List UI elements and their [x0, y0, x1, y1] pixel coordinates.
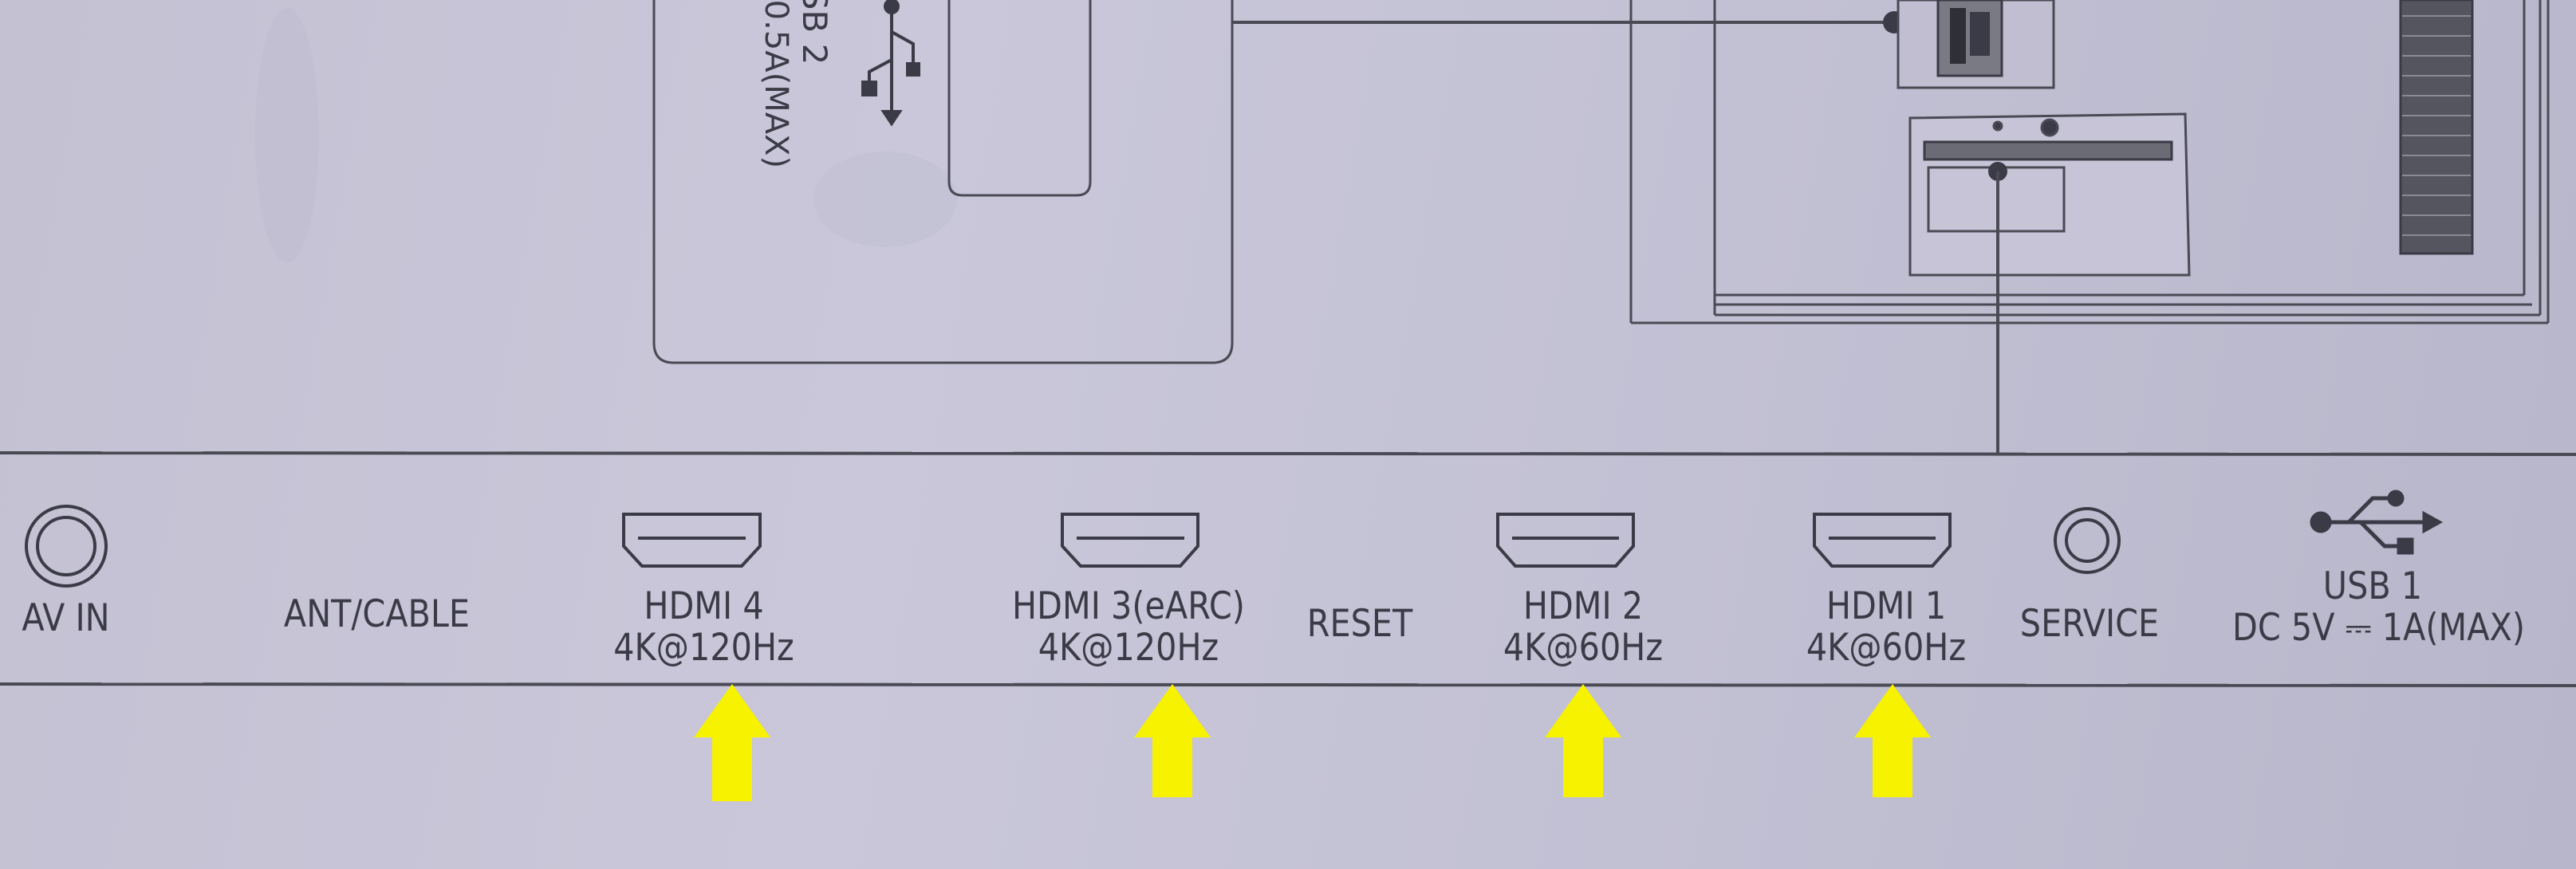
reset-label: RESET — [1306, 602, 1413, 646]
paper-stain — [255, 8, 319, 263]
hdmi-port-icon — [1813, 513, 1952, 568]
usb-trident-icon — [2310, 490, 2444, 555]
hdmi1-spec: 4K@60Hz — [1806, 626, 1967, 670]
hdmi-port-icon — [1496, 513, 1635, 568]
usb2-label: USB 2 ⎓ 0.5A(MAX) — [754, 0, 834, 203]
hdmi2-spec: 4K@60Hz — [1503, 626, 1664, 670]
av-in-label: AV IN — [22, 596, 110, 640]
hdmi4-name: HDMI 4 — [644, 584, 764, 628]
up-arrow-icon — [1854, 684, 1931, 797]
vent-grill — [2399, 0, 2474, 255]
service-label: SERVICE — [2019, 602, 2160, 646]
circular-jack-icon — [2054, 507, 2121, 574]
usb2-panel-outline — [652, 0, 1234, 364]
hdmi2-name: HDMI 2 — [1522, 584, 1644, 628]
usb2-title: USB 2 — [795, 0, 834, 65]
ant-cable-label: ANT/CABLE — [283, 592, 471, 636]
hdmi4-spec: 4K@120Hz — [613, 626, 794, 670]
tv-connector-block — [1897, 0, 2055, 89]
usb1-label: USB 1 DC 5V ⎓ 1A(MAX) — [2232, 564, 2525, 650]
hdmi3-label: HDMI 3(eARC) 4K@120Hz — [1009, 586, 1247, 669]
usb1-rating: DC 5V ⎓ 1A(MAX) — [2232, 606, 2525, 650]
tv-port-bay — [1908, 112, 2191, 277]
hdmi4-label: HDMI 4 4K@120Hz — [604, 586, 804, 669]
hdmi2-label: HDMI 2 4K@60Hz — [1481, 586, 1684, 669]
panel-bottom-edge — [0, 682, 2576, 687]
paper-stain — [813, 151, 957, 247]
hdmi-port-icon — [1061, 513, 1199, 568]
circular-jack-icon — [25, 505, 108, 588]
hdmi1-label: HDMI 1 4K@60Hz — [1784, 586, 1987, 669]
usb1-name: USB 1 — [2322, 564, 2423, 608]
hdmi-port-icon — [622, 513, 762, 568]
usb2-rating: ⎓ 0.5A(MAX) — [758, 0, 794, 169]
up-arrow-icon — [1134, 684, 1211, 797]
hdmi3-spec: 4K@120Hz — [1038, 626, 1219, 670]
up-arrow-icon — [1545, 684, 1621, 797]
hdmi1-name: HDMI 1 — [1826, 584, 1947, 628]
usb-trident-icon — [861, 0, 920, 127]
hdmi3-name: HDMI 3(eARC) — [1012, 584, 1245, 628]
usb2-port-outline — [947, 0, 1092, 197]
up-arrow-icon — [694, 684, 770, 801]
panel-top-edge — [0, 451, 2576, 456]
tv-back-outline — [1629, 0, 2550, 324]
